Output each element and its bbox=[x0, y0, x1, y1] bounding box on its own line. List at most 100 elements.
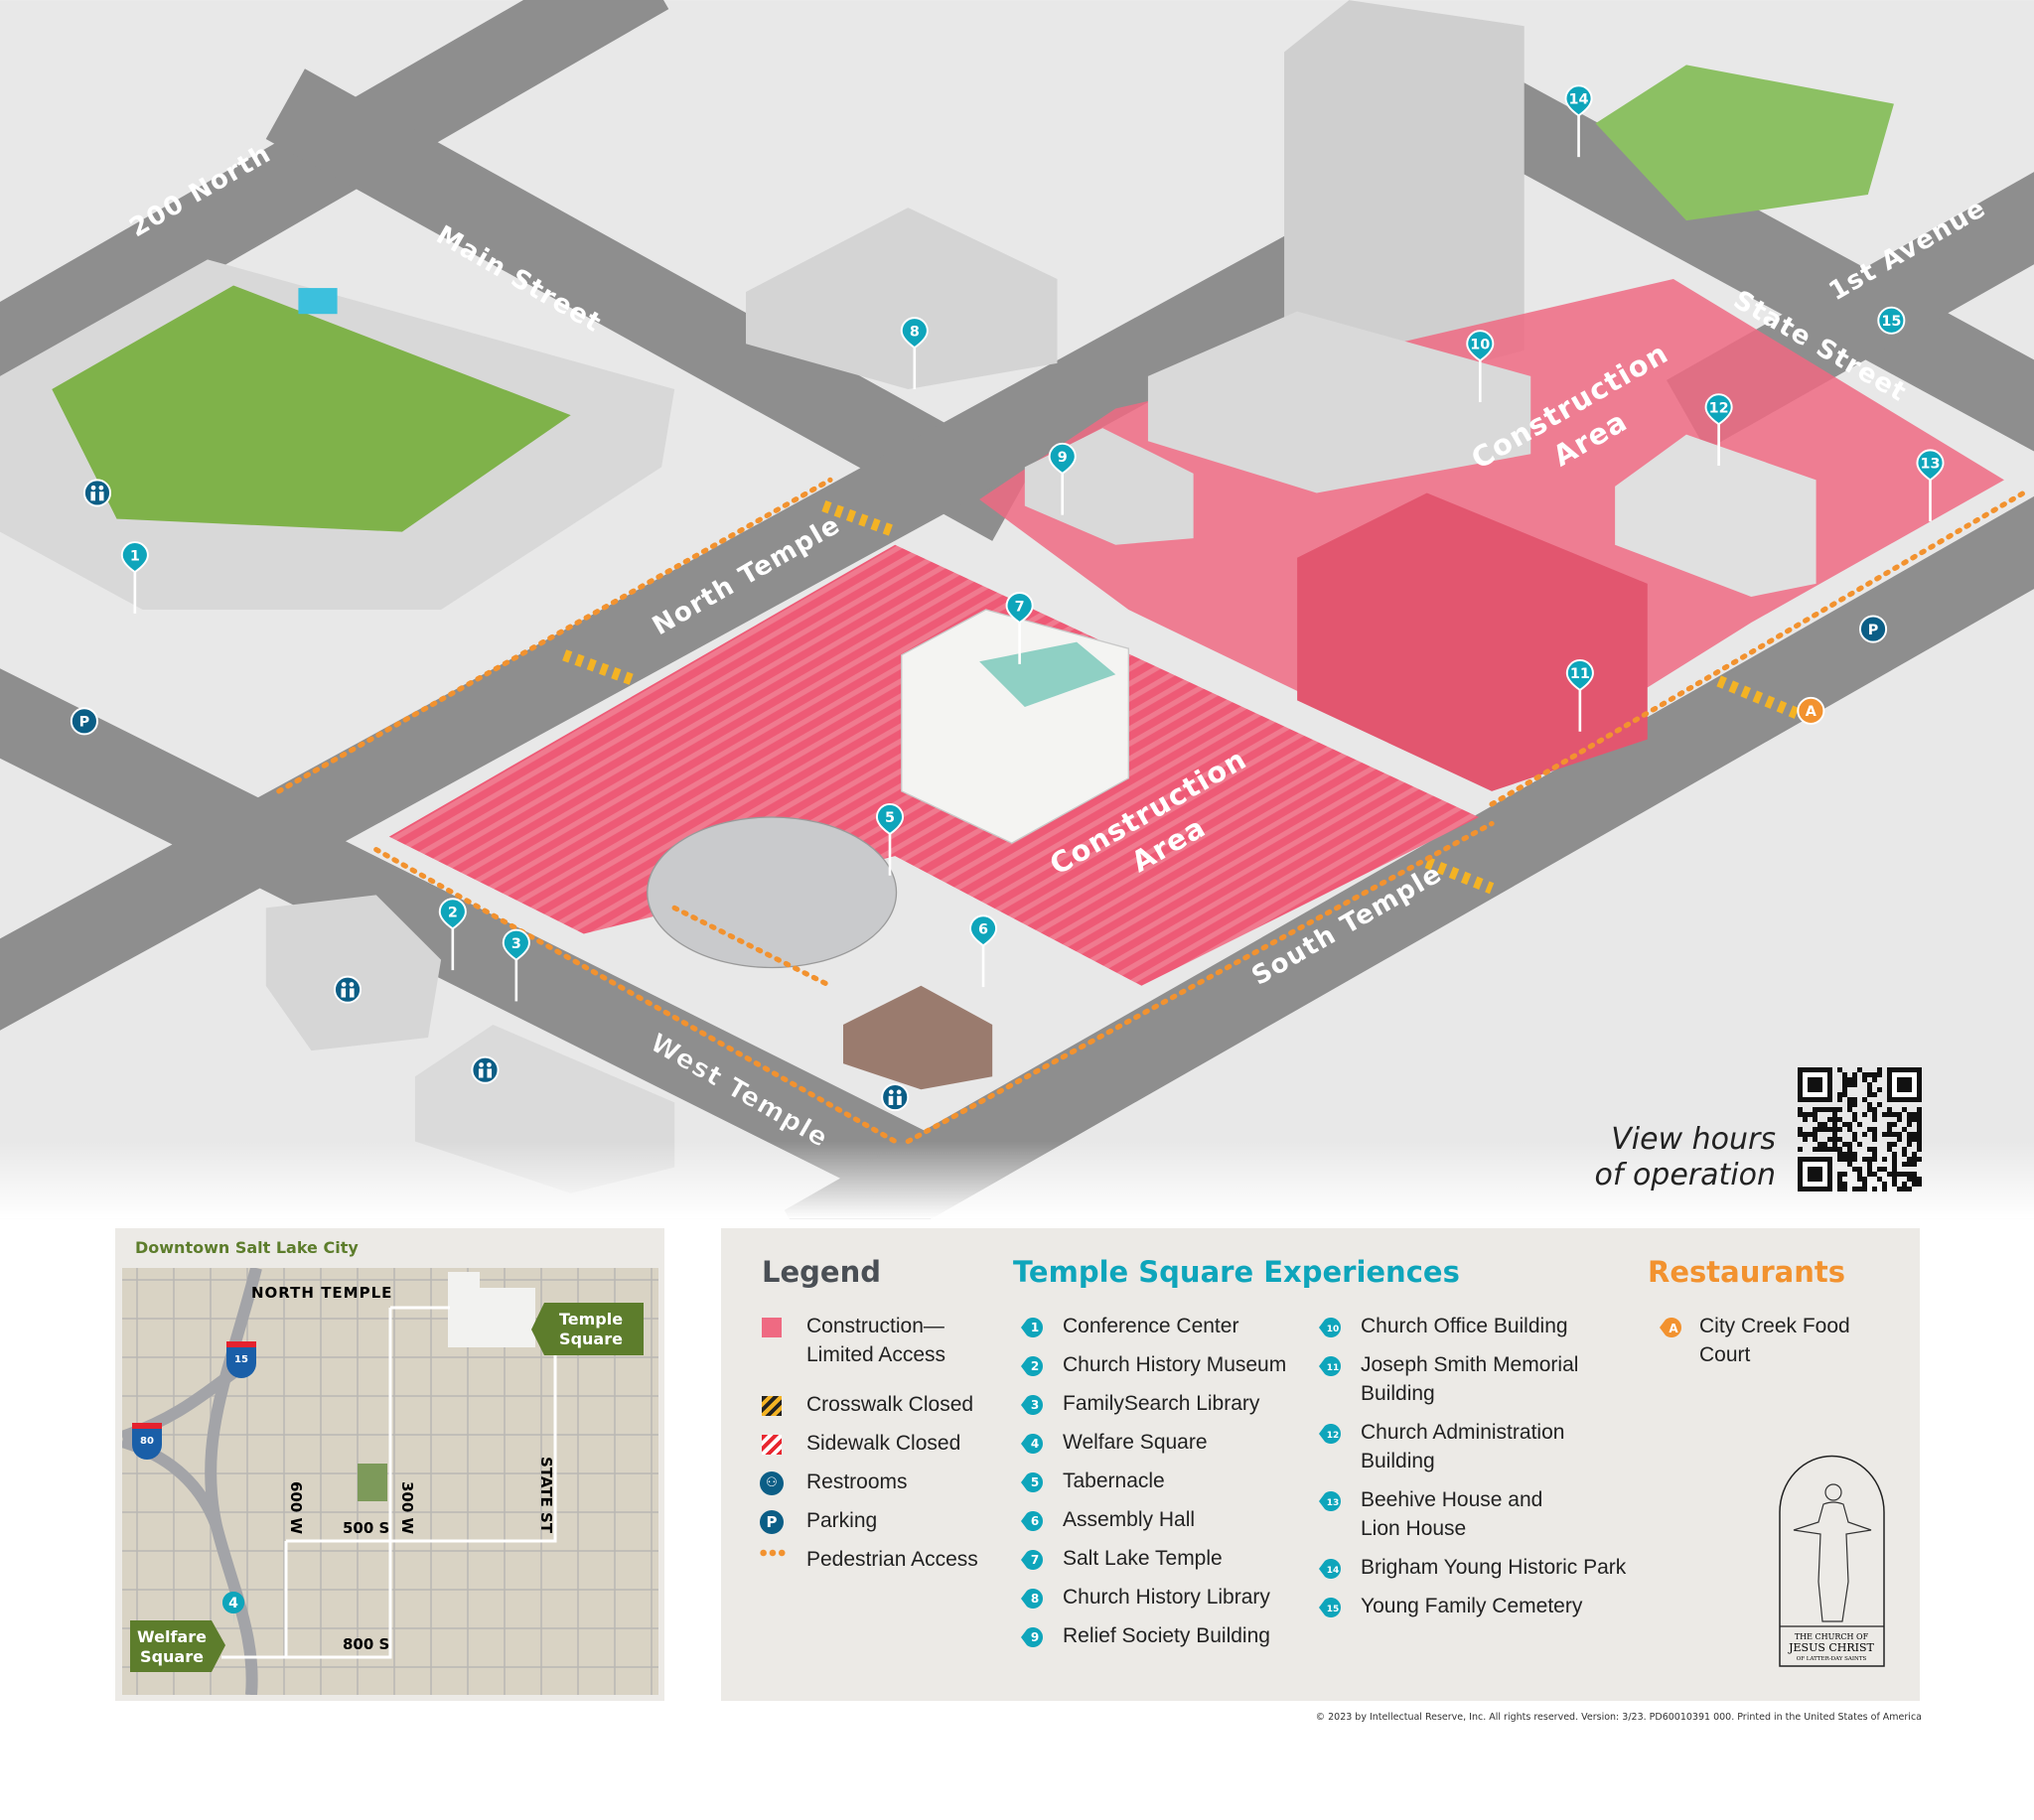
temple-square-map[interactable]: 200 North Main Street North Temple West … bbox=[0, 0, 2034, 1219]
marker-number: 12 bbox=[1327, 1431, 1340, 1441]
temple-square-callout[interactable]: Temple Square bbox=[531, 1303, 644, 1355]
brigham-young-historic-park bbox=[1595, 65, 1894, 221]
experience-item[interactable]: Welfare Square bbox=[1063, 1428, 1208, 1457]
map-marker-14[interactable]: 14 bbox=[1564, 84, 1593, 158]
map-marker-11[interactable]: 11 bbox=[1565, 658, 1594, 732]
parking-icon[interactable]: P bbox=[70, 707, 98, 736]
experience-item[interactable]: Church History Library bbox=[1063, 1583, 1270, 1611]
map-marker-15[interactable]: 15 bbox=[1877, 306, 1906, 335]
inset-map[interactable]: 15 80 NORTH TEMPLE 600 W 300 W STATE ST … bbox=[122, 1268, 658, 1695]
map-marker-6[interactable]: 6 bbox=[968, 914, 998, 988]
marker-number: 6 bbox=[1031, 1514, 1039, 1528]
temple-square-area bbox=[448, 1272, 535, 1347]
restaurant-marker-a: A bbox=[1660, 1316, 1683, 1339]
experience-item[interactable]: Conference Center bbox=[1063, 1312, 1238, 1340]
marker-number: 13 bbox=[1327, 1498, 1340, 1508]
map-marker-7[interactable]: 7 bbox=[1005, 592, 1034, 664]
map-marker-13[interactable]: 13 bbox=[1916, 449, 1945, 522]
marker-number: 15 bbox=[1327, 1605, 1340, 1614]
restaurant-marker-a[interactable]: A bbox=[1797, 696, 1825, 725]
experience-item[interactable]: Salt Lake Temple bbox=[1063, 1544, 1223, 1573]
experience-marker-13: 13 bbox=[1319, 1489, 1343, 1513]
legend-panel: Legend Construction—Limited Access Cross… bbox=[721, 1228, 1920, 1701]
marker-number: 3 bbox=[1031, 1398, 1039, 1412]
experience-item[interactable]: Church History Museum bbox=[1063, 1350, 1286, 1379]
experience-label: Tabernacle bbox=[1063, 1470, 1165, 1492]
logo-text: THE CHURCH OF bbox=[1795, 1632, 1869, 1641]
restaurant-label: Court bbox=[1699, 1343, 1751, 1366]
map-marker-8[interactable]: 8 bbox=[900, 317, 929, 389]
road-state-street bbox=[1459, 69, 2034, 452]
experience-marker-8: 8 bbox=[1021, 1587, 1045, 1610]
christus-figure-icon bbox=[1793, 1483, 1872, 1622]
experience-item[interactable]: FamilySearch Library bbox=[1063, 1389, 1259, 1418]
experience-item[interactable]: Church Office Building bbox=[1361, 1312, 1568, 1340]
map-marker-1[interactable]: 1 bbox=[120, 541, 149, 614]
marker-number: 7 bbox=[1031, 1553, 1039, 1567]
marker-number: 14 bbox=[1569, 92, 1589, 108]
road-north-temple bbox=[0, 210, 1369, 1031]
legend-sidewalk-closed: Sidewalk Closed bbox=[806, 1432, 961, 1455]
marker-number: 10 bbox=[1470, 337, 1490, 352]
welfare-square-callout[interactable]: Welfare Square bbox=[130, 1620, 225, 1672]
restroom-icon[interactable] bbox=[471, 1055, 500, 1084]
callout-line: Square bbox=[140, 1647, 204, 1666]
road-200-north bbox=[0, 0, 669, 395]
experience-item[interactable]: Tabernacle bbox=[1063, 1467, 1165, 1495]
map-marker-2[interactable]: 2 bbox=[438, 898, 467, 971]
restroom-icon[interactable] bbox=[334, 975, 363, 1004]
restaurant-label: City Creek Food bbox=[1699, 1315, 1850, 1337]
construction-swatch bbox=[762, 1318, 782, 1337]
experience-item[interactable]: Brigham Young Historic Park bbox=[1361, 1553, 1626, 1582]
experience-item[interactable]: Relief Society Building bbox=[1063, 1621, 1270, 1650]
experience-item[interactable]: Assembly Hall bbox=[1063, 1505, 1195, 1534]
parking-icon[interactable]: P bbox=[1858, 615, 1888, 643]
experience-marker-12: 12 bbox=[1319, 1422, 1343, 1446]
crosswalks-closed bbox=[562, 499, 1800, 895]
legend-label: Limited Access bbox=[806, 1343, 946, 1366]
marker-number: 13 bbox=[1921, 457, 1941, 473]
callout-line: Temple bbox=[559, 1310, 623, 1329]
experience-label: Salt Lake Temple bbox=[1063, 1547, 1223, 1570]
experience-label: Church History Museum bbox=[1063, 1353, 1287, 1376]
experience-label: Young Family Cemetery bbox=[1361, 1595, 1583, 1617]
map-marker-3[interactable]: 3 bbox=[502, 928, 530, 1002]
restroom-icon[interactable] bbox=[82, 479, 111, 507]
marker-number: 10 bbox=[1327, 1325, 1340, 1334]
legend-construction: Construction—Limited Access bbox=[806, 1312, 945, 1369]
map-marker-12[interactable]: 12 bbox=[1704, 393, 1733, 467]
marker-number: 1 bbox=[1031, 1321, 1039, 1334]
experience-label: Welfare Square bbox=[1063, 1431, 1208, 1454]
experience-marker-11: 11 bbox=[1319, 1354, 1343, 1378]
joseph-smith-memorial-building bbox=[1297, 492, 1648, 791]
marker-number: 8 bbox=[1031, 1592, 1039, 1606]
interstate-15-shield bbox=[226, 1345, 256, 1378]
experience-marker-1: 1 bbox=[1021, 1316, 1045, 1339]
map-marker-10[interactable]: 10 bbox=[1466, 330, 1495, 403]
experience-item[interactable]: Young Family Cemetery bbox=[1361, 1592, 1582, 1620]
experience-label: Church History Library bbox=[1063, 1586, 1270, 1609]
experience-label: Joseph Smith Memorial bbox=[1361, 1353, 1579, 1376]
legend-restrooms: Restrooms bbox=[806, 1470, 908, 1493]
inset-route bbox=[221, 1306, 557, 1659]
marker-number: 9 bbox=[1031, 1630, 1039, 1644]
copyright-notice: © 2023 by Intellectual Reserve, Inc. All… bbox=[1315, 1712, 1922, 1723]
map-marker-5[interactable]: 5 bbox=[875, 802, 905, 876]
inset-label-north-temple: NORTH TEMPLE bbox=[251, 1284, 392, 1302]
qr-caption-line2: of operation bbox=[1594, 1158, 1777, 1192]
qr-code[interactable] bbox=[1798, 1067, 1922, 1191]
legend-crosswalk-closed: Crosswalk Closed bbox=[806, 1393, 974, 1416]
inset-marker-4[interactable]: 4 bbox=[222, 1592, 245, 1625]
restroom-icon[interactable] bbox=[881, 1083, 910, 1112]
marker-number: 14 bbox=[1327, 1566, 1340, 1576]
marker-label: P bbox=[1868, 623, 1879, 638]
marker-letter: A bbox=[1669, 1322, 1678, 1335]
marker-number: 12 bbox=[1709, 400, 1729, 416]
map-marker-9[interactable]: 9 bbox=[1048, 442, 1077, 515]
interstate-80-shield bbox=[132, 1427, 162, 1460]
church-administration-building bbox=[1615, 434, 1816, 597]
